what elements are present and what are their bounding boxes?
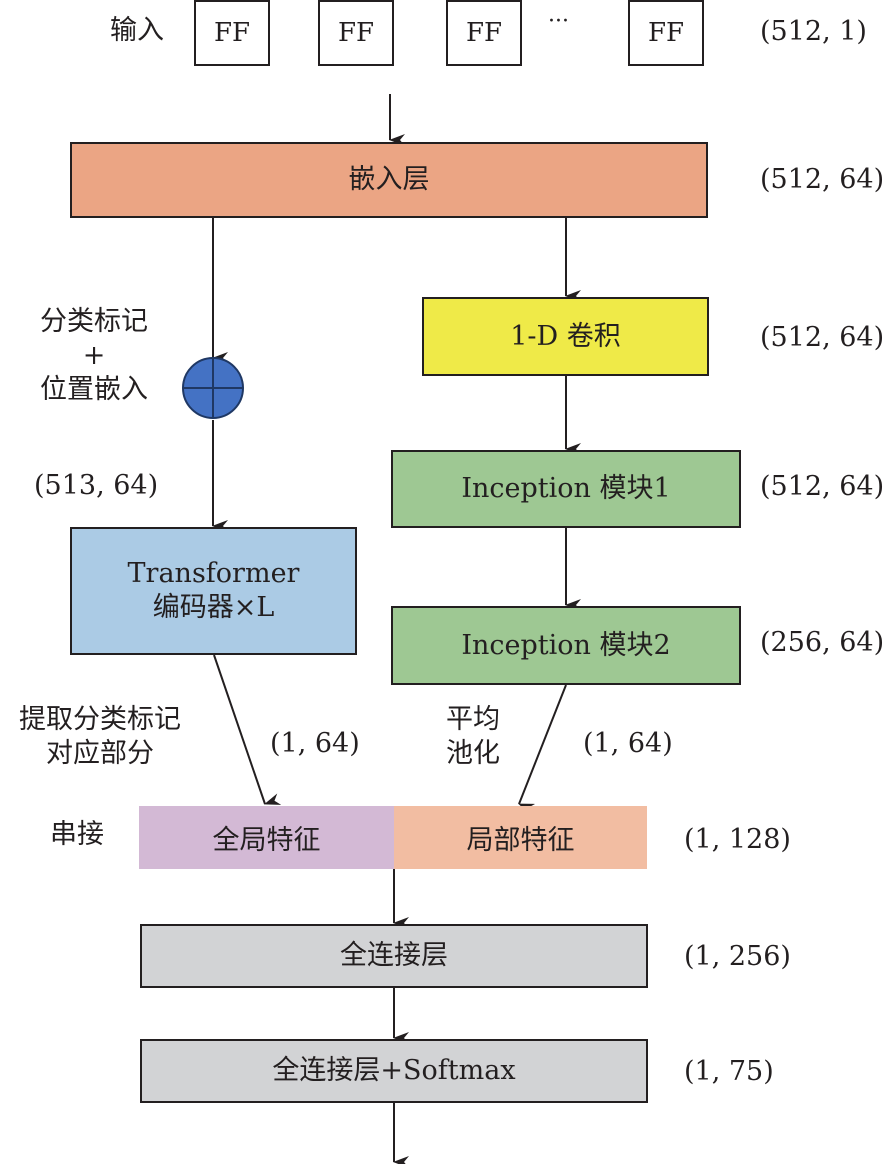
embedding-layer: 嵌入层 [70, 142, 708, 218]
extract-cls-label: 提取分类标记 对应部分 [0, 703, 200, 771]
cls-token-label: 分类标记 [40, 306, 148, 337]
pos-embed-label: 位置嵌入 [40, 373, 148, 405]
ff-token-3: FF [446, 0, 522, 66]
inception-block-2: Inception 模块2 [391, 606, 741, 685]
inception-1-shape: (512, 64) [760, 471, 883, 502]
fc-softmax-layer: 全连接层+Softmax [140, 1039, 648, 1103]
ff-token-1: FF [194, 0, 270, 66]
embedding-shape: (512, 64) [760, 164, 883, 195]
inception-2-shape: (256, 64) [760, 627, 883, 658]
arrow-inception2-to-local [518, 684, 567, 816]
inception-block-1: Inception 模块1 [391, 450, 741, 528]
input-shape: (512, 1) [760, 16, 867, 47]
plus-label: + [82, 339, 106, 371]
transformer-label: Transformer [127, 558, 300, 590]
inception-1-label: Inception 模块1 [461, 473, 671, 505]
pool-shape: (1, 64) [583, 728, 673, 759]
pool-line1: 平均 [446, 704, 500, 735]
transformer-encoder: Transformer 编码器×L [70, 527, 357, 655]
concat-label: 串接 [50, 819, 104, 850]
conv1d-layer: 1-D 卷积 [422, 297, 709, 376]
global-feature: 全局特征 [139, 806, 394, 869]
fc-layer-1-label: 全连接层 [340, 940, 448, 972]
add-node-icon [182, 357, 244, 419]
global-feature-label: 全局特征 [212, 825, 321, 856]
ff-token-2: FF [318, 0, 394, 66]
avg-pool-label: 平均 池化 [438, 703, 508, 771]
conv1d-shape: (512, 64) [760, 322, 883, 353]
concat-shape: (1, 128) [684, 824, 791, 855]
local-feature-label: 局部特征 [466, 825, 575, 856]
add-shape: (513, 64) [34, 470, 159, 501]
pool-line2: 池化 [446, 737, 500, 769]
fc-layer-1: 全连接层 [140, 924, 648, 988]
embedding-label: 嵌入层 [348, 164, 430, 196]
inception-2-label: Inception 模块2 [461, 629, 671, 661]
input-label: 输入 [110, 15, 164, 46]
ellipsis: ··· [548, 9, 569, 34]
encoder-label: 编码器×L [152, 592, 275, 623]
fc-softmax-label: 全连接层+Softmax [272, 1055, 516, 1087]
fc-softmax-shape: (1, 75) [684, 1056, 774, 1087]
cls-pos-embed-label: 分类标记 + 位置嵌入 [24, 305, 164, 406]
extract-line1: 提取分类标记 [19, 704, 181, 735]
extract-line2: 对应部分 [46, 737, 154, 769]
ff-token-n: FF [628, 0, 704, 66]
extract-shape: (1, 64) [270, 728, 360, 759]
arrow-transformer-to-global [213, 654, 282, 805]
fc-layer-1-shape: (1, 256) [684, 941, 791, 972]
conv1d-label: 1-D 卷积 [510, 320, 621, 352]
local-feature: 局部特征 [394, 806, 647, 869]
